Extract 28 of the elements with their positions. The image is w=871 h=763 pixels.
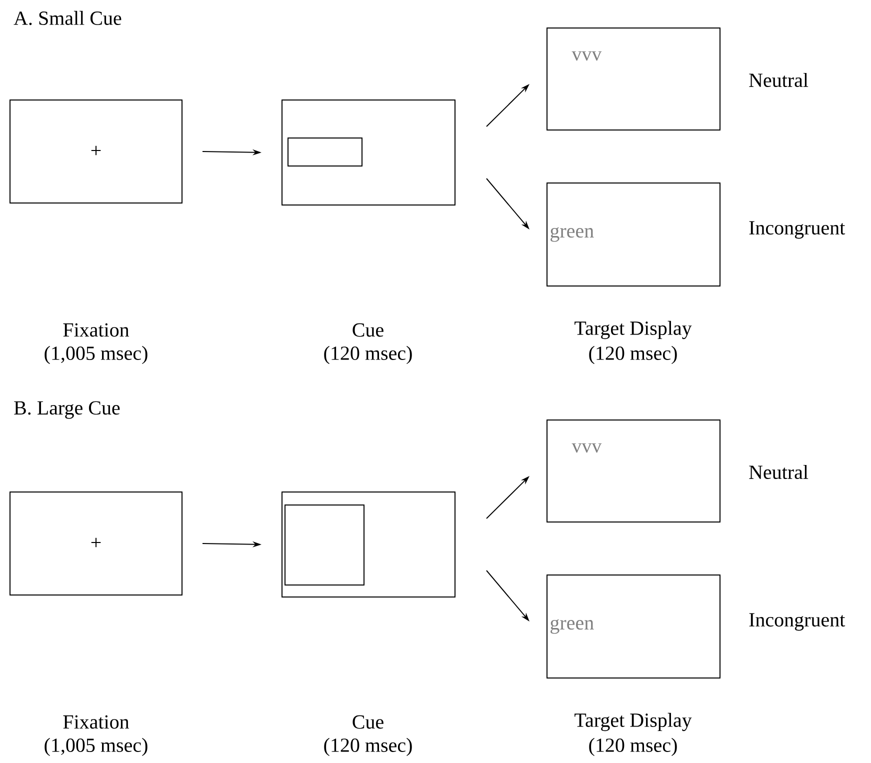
node-label: Incongruent [749,613,846,631]
node-label: (120 msec) [324,738,412,756]
node-label: Fixation [63,323,130,337]
node-label: (1,005 msec) [44,738,148,756]
node-label: (120 msec) [324,346,412,364]
cue-rectangle [284,504,364,586]
caption: Target Display [574,712,692,732]
node-label: (1,005 msec) [44,346,148,364]
node-label: Neutral [749,464,808,480]
target-screen: green [546,182,720,286]
node-label: Neutral [749,72,808,88]
cue-rectangle [288,138,362,166]
caption: (120 msec) [589,738,677,756]
cue-screen [282,492,456,598]
fixation-screen: + [10,100,182,204]
target-screen: vvv [546,28,720,130]
cue-screen [282,100,456,206]
panel-title: B. Large Cue [14,401,120,419]
node-label: Incongruent [749,221,846,239]
target-screen: green [546,574,720,678]
fixation-screen: + [10,492,182,596]
caption: (120 msec) [589,346,677,364]
target-screen: vvv [546,420,720,522]
node-label: Cue [352,715,384,729]
node-label: Cue [352,323,384,337]
panel-title: A. Small Cue [14,10,122,26]
node-label: Fixation [63,715,130,729]
caption: Target Display [574,320,692,340]
